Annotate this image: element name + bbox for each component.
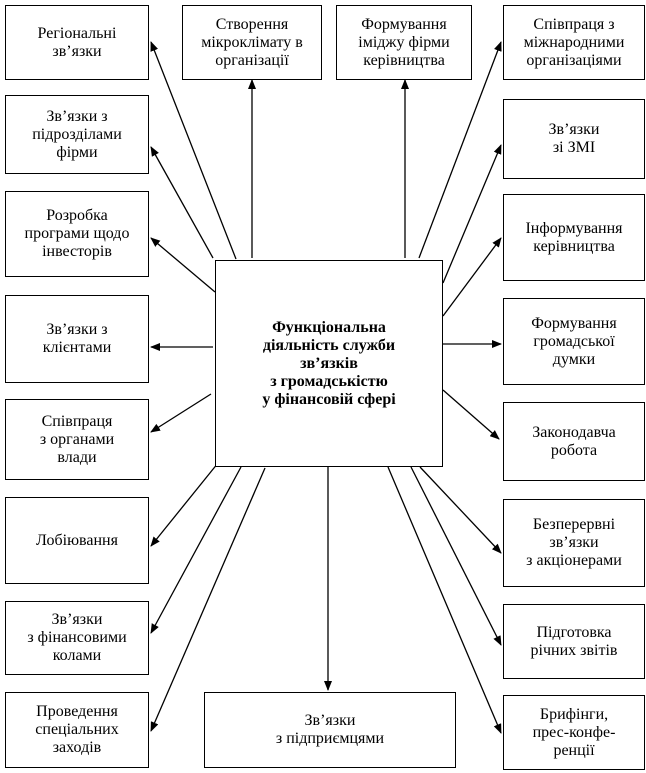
left-box-label: Лобіювання — [36, 531, 118, 549]
central-function-label: Функціональна діяльність служби зв’язків… — [262, 318, 396, 408]
right-box-label: Підготовка річних звітів — [530, 623, 618, 659]
bottom-box-label: Зв’язки з підприємцями — [275, 712, 385, 747]
right-box-briefings: Брифінги, прес-конфе- ренції — [503, 695, 645, 770]
left-box-label: Розробка програми щодо інвесторів — [24, 207, 130, 260]
left-box-label: Проведення спеціальних заходів — [35, 703, 119, 756]
top-box-label: Створення мікроклімату в організації — [201, 15, 303, 69]
right-box-annual-reports: Підготовка річних звітів — [503, 604, 645, 679]
connector-arrow — [150, 467, 266, 732]
connector-arrow — [410, 466, 502, 646]
right-box-management-informing: Інформування керівництва — [503, 194, 645, 281]
right-box-label: Інформування керівництва — [525, 219, 623, 255]
left-box-lobbying: Лобіювання — [5, 497, 149, 584]
right-box-public-opinion: Формування громадської думки — [503, 298, 645, 385]
top-box-label: Формування іміджу фірми керівництва — [358, 15, 450, 69]
connector-arrow — [387, 466, 502, 734]
connector-arrow — [150, 462, 219, 547]
left-box-label: Зв’язки з клієнтами — [42, 321, 112, 356]
left-box-client-relations: Зв’язки з клієнтами — [5, 295, 149, 383]
left-box-label: Регіональні зв’язки — [37, 24, 117, 60]
right-box-label: Співпраця з міжнародними організаціями — [523, 15, 625, 69]
left-box-label: Зв’язки з фінансовими колами — [27, 611, 127, 664]
bottom-box-entrepreneurs: Зв’язки з підприємцями — [204, 692, 456, 768]
left-box-government-cooperation: Співпраця з органами влади — [5, 399, 149, 480]
top-box-microclimate: Створення мікроклімату в організації — [182, 5, 322, 80]
right-box-legislative-work: Законодавча робота — [503, 402, 645, 481]
connector-arrow — [150, 466, 242, 634]
right-box-label: Брифінги, прес-конфе- ренції — [532, 705, 616, 759]
left-box-label: Співпраця з органами влади — [39, 412, 115, 466]
connector-arrow — [150, 237, 216, 293]
right-box-label: Зв’язки зі ЗМІ — [548, 121, 600, 156]
left-box-regional-relations: Регіональні зв’язки — [5, 5, 149, 80]
right-box-international-cooperation: Співпраця з міжнародними організаціями — [503, 5, 645, 80]
left-box-special-events: Проведення спеціальних заходів — [5, 692, 149, 768]
connector-arrow — [419, 466, 502, 554]
connector-arrow — [442, 144, 502, 284]
top-box-image: Формування іміджу фірми керівництва — [336, 5, 472, 80]
left-box-label: Зв’язки з підрозділами фірми — [32, 107, 122, 161]
right-box-label: Безперервні зв’язки з акціонерами — [526, 516, 622, 569]
right-box-shareholder-relations: Безперервні зв’язки з акціонерами — [503, 499, 645, 587]
right-box-label: Законодавча робота — [532, 423, 616, 459]
connector-arrow — [418, 41, 502, 259]
connector-arrow — [442, 237, 502, 317]
connector-arrow — [150, 146, 214, 259]
right-box-media-relations: Зв’язки зі ЗМІ — [503, 99, 645, 179]
left-box-department-relations: Зв’язки з підрозділами фірми — [5, 95, 149, 174]
connector-arrow — [442, 389, 500, 440]
left-box-investor-program: Розробка програми щодо інвесторів — [5, 191, 149, 277]
central-function-box: Функціональна діяльність служби зв’язків… — [215, 260, 443, 467]
left-box-financial-circles: Зв’язки з фінансовими колами — [5, 601, 149, 675]
connector-arrow — [150, 41, 237, 260]
connector-arrow — [150, 393, 212, 433]
right-box-label: Формування громадської думки — [531, 314, 617, 368]
